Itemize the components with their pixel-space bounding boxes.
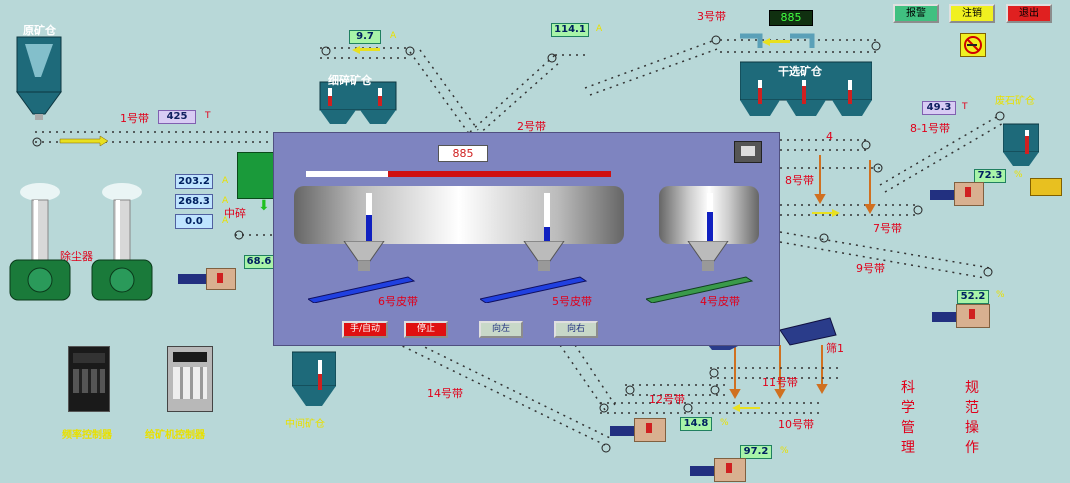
motor-right[interactable] (932, 304, 992, 328)
middle-silo-label: 中间矿仓 (285, 419, 325, 430)
belt-8-label: 8号带 (785, 174, 814, 187)
logout-button[interactable]: 注销 (949, 4, 995, 23)
move-right-button[interactable]: 向右 (554, 321, 598, 338)
stop-button[interactable]: 停止 (404, 321, 448, 338)
motor-bottom-1[interactable] (610, 418, 670, 442)
belt-11-label: 11号带 (762, 376, 798, 389)
dry-select-silo[interactable]: 干选矿仓 (739, 60, 873, 124)
waste-rock-silo[interactable] (1002, 122, 1040, 172)
feeder-controller-label: 给矿机控制器 (145, 430, 205, 441)
crusher-current-2-unit: A (222, 196, 229, 206)
bottom-motor-pct-1: 14.8 (680, 417, 712, 431)
dialog-progress-fill (306, 171, 389, 177)
belt-1-label: 1号带 (120, 112, 149, 125)
belt-control-dialog: 885 6号皮带 5号皮带 4号皮带 手/自动 停止 向左 向右 (273, 132, 780, 346)
belt-10-label: 10号带 (778, 418, 814, 431)
belt-7-label: 7号带 (873, 222, 902, 235)
belt-fine-top (320, 46, 415, 59)
belt-2-unit: A (596, 24, 603, 34)
bottom-motor-unit-1: % (720, 418, 729, 428)
dust-collector-label: 除尘器 (60, 250, 93, 263)
hopper-6 (343, 241, 385, 271)
dust-collector-2[interactable] (90, 180, 154, 309)
dust-collector-1[interactable] (8, 180, 72, 309)
waste-motor-pct: 72.3 (974, 169, 1006, 183)
level-gauge-mid (544, 193, 550, 241)
motor-left-readout: 68.6 (244, 255, 274, 269)
down-arrow-icon: ⬇ (258, 198, 270, 214)
belt-6-shape (308, 276, 416, 303)
truck-icon (1030, 178, 1062, 196)
motor-bottom-2[interactable] (690, 458, 750, 482)
fine-crush-unit: A (390, 31, 397, 41)
manual-auto-button[interactable]: 手/自动 (342, 321, 388, 338)
top-counter: 885 (769, 10, 813, 26)
hopper-5 (523, 241, 565, 271)
belt-2-label: 2号带 (517, 120, 546, 133)
bottom-motor-unit-2: % (780, 446, 789, 456)
middle-silo[interactable] (291, 350, 337, 416)
medium-crush-label: 中碎 (224, 207, 246, 220)
belt-8-1-readout: 49.3 (922, 101, 956, 115)
bottom-motor-pct-2: 97.2 (740, 445, 772, 459)
belt-14-label: 14号带 (427, 387, 463, 400)
belt-12-label: 12号带 (649, 393, 685, 406)
alarm-button[interactable]: 报警 (893, 4, 939, 23)
hopper-4 (687, 241, 729, 271)
right-motor-unit: % (996, 290, 1005, 300)
crusher[interactable] (237, 152, 275, 199)
crusher-current-1: 203.2 (175, 174, 213, 189)
belt-9-label: 9号带 (856, 262, 885, 275)
exit-button[interactable]: 退出 (1006, 4, 1052, 23)
crusher-current-3-unit: A (222, 216, 229, 226)
belt-6-label: 6号皮带 (378, 295, 418, 308)
right-motor-pct: 52.2 (957, 290, 989, 304)
motor-left[interactable] (178, 266, 238, 290)
level-gauge-left (366, 193, 372, 241)
level-gauge-right (707, 193, 713, 241)
close-dialog-icon[interactable] (734, 141, 762, 163)
frequency-controller[interactable] (68, 346, 110, 412)
feeder-controller[interactable] (167, 346, 213, 412)
freq-controller-label: 频率控制器 (62, 430, 112, 441)
screen-label: 筛1 (826, 342, 844, 355)
move-left-button[interactable]: 向左 (479, 321, 523, 338)
belt-4-shape (646, 276, 754, 303)
motor-waste[interactable] (930, 182, 990, 206)
raw-ore-silo-label: 原矿仓 (23, 24, 56, 37)
dialog-value: 885 (438, 145, 488, 162)
fine-crush-current: 9.7 (349, 30, 381, 44)
crusher-current-2: 268.3 (175, 194, 213, 209)
fine-crush-silo-label: 细碎矿仓 (328, 74, 372, 87)
belt-1 (32, 131, 270, 147)
belt-3-label: 3号带 (697, 10, 726, 23)
belt-5-label: 5号皮带 (552, 295, 592, 308)
slogan-left: 科学管理 (901, 380, 915, 456)
fine-crush-silo[interactable]: 细碎矿仓 (318, 72, 398, 136)
raw-ore-silo[interactable]: 原矿仓 (15, 22, 63, 126)
belt-4-label: 4 (826, 130, 833, 143)
slogan-right: 规范操作 (965, 380, 979, 456)
belt-1-unit: T (205, 111, 211, 121)
belt-2-current: 114.1 (551, 23, 589, 37)
belt-8-1-label: 8-1号带 (910, 122, 950, 135)
bin-left (294, 186, 624, 244)
belt-4-dlg-label: 4号皮带 (700, 295, 740, 308)
crusher-current-3: 0.0 (175, 214, 213, 229)
belt-5-shape (480, 276, 588, 303)
no-smoking-icon (960, 33, 986, 57)
waste-rock-silo-label: 废石矿仓 (995, 96, 1035, 107)
dry-select-silo-label: 干选矿仓 (778, 65, 822, 78)
belt-1-readout: 425 (158, 110, 196, 124)
dialog-progress-track (306, 171, 611, 177)
waste-motor-unit: % (1014, 170, 1023, 180)
crusher-current-1-unit: A (222, 176, 229, 186)
belt-8-1-unit: T (962, 102, 968, 112)
